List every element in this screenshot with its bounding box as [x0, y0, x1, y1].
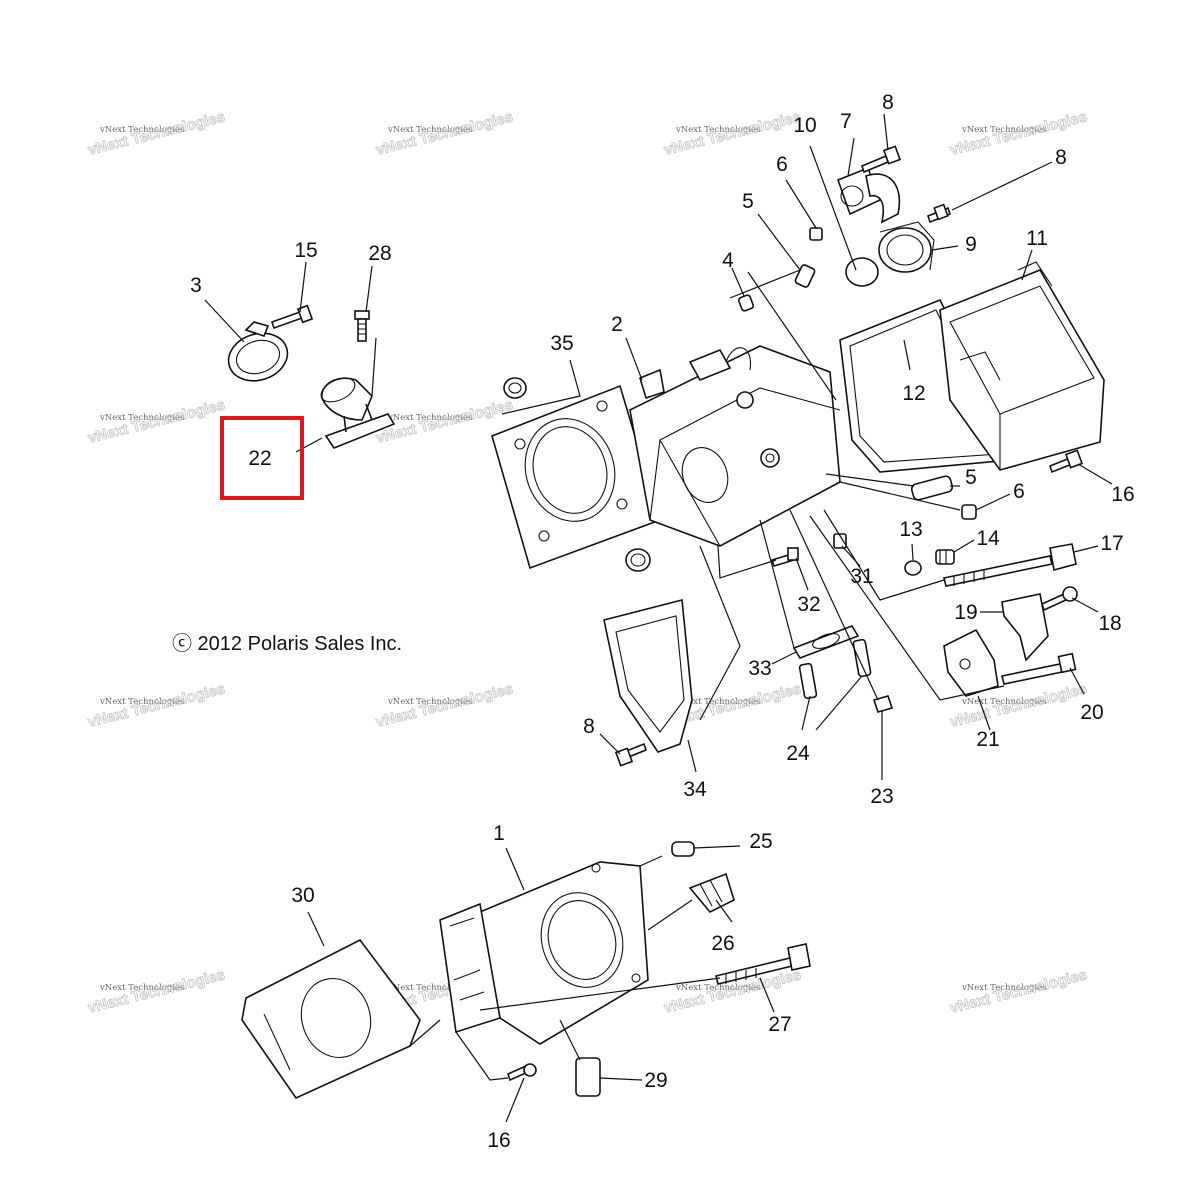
- base-gasket-drawing: [241, 938, 421, 1100]
- watermark-text: vNext Technologies: [387, 697, 472, 707]
- callout-13[interactable]: 13: [899, 518, 922, 541]
- watermark-text: vNext Technologies: [99, 413, 184, 423]
- callout-16[interactable]: 16: [1111, 483, 1134, 506]
- part-drawings: [227, 145, 1105, 1100]
- callout-26[interactable]: 26: [711, 932, 734, 955]
- valve-cover-drawing: [939, 261, 1105, 471]
- intake-bolt-drawing: [354, 310, 370, 342]
- side-cover-drawing: [603, 598, 693, 753]
- callout-10[interactable]: 10: [793, 114, 816, 137]
- clamp-screw-drawing: [270, 304, 314, 330]
- sleeve-and-bolt-drawing: [770, 533, 847, 567]
- callout-18[interactable]: 18: [1098, 612, 1121, 635]
- watermark: vNext Technologies vNext Technologies: [86, 396, 227, 447]
- callout-17[interactable]: 17: [1100, 532, 1123, 555]
- callout-8[interactable]: 8: [882, 91, 894, 114]
- callout-3[interactable]: 3: [190, 274, 202, 297]
- callout-29[interactable]: 29: [644, 1069, 667, 1092]
- callout-22[interactable]: 22: [248, 447, 271, 470]
- callout-5[interactable]: 5: [965, 466, 977, 489]
- callout-6[interactable]: 6: [776, 153, 788, 176]
- callout-30[interactable]: 30: [291, 884, 314, 907]
- watermark: vNext Technologies vNext Technologies: [374, 108, 515, 159]
- callout-8[interactable]: 8: [1055, 146, 1067, 169]
- bracket-long-bolt-drawing: [1001, 652, 1077, 685]
- watermark: vNext Technologies vNext Technologies: [86, 108, 227, 159]
- watermark: vNext Technologies vNext Technologies: [86, 680, 227, 731]
- cylinder-hardware-drawing: [507, 841, 811, 1097]
- callout-9[interactable]: 9: [965, 233, 977, 256]
- watermark: vNext Technologies vNext Technologies: [948, 108, 1089, 159]
- brackets-drawing: [943, 593, 1049, 697]
- water-outlet-drawing: [836, 166, 901, 224]
- watermark-text: vNext Technologies: [99, 125, 184, 135]
- watermark-text: vNext Technologies: [675, 125, 760, 135]
- cylinder-head-drawing: [629, 345, 841, 547]
- callout-2[interactable]: 2: [611, 313, 623, 336]
- callout-31[interactable]: 31: [850, 565, 873, 588]
- watermark-text: vNext Technologies: [387, 413, 472, 423]
- callout-16[interactable]: 16: [487, 1129, 510, 1152]
- callout-33[interactable]: 33: [748, 657, 771, 680]
- callout-4[interactable]: 4: [722, 249, 734, 272]
- watermark-text: vNext Technologies: [387, 983, 472, 993]
- callout-11[interactable]: 11: [1026, 227, 1048, 250]
- callout-7[interactable]: 7: [840, 110, 852, 133]
- leader-lines: [204, 113, 1113, 1123]
- watermark-text: vNext Technologies: [99, 983, 184, 993]
- callout-32[interactable]: 32: [797, 593, 820, 616]
- watermark-text: vNext Technologies: [675, 983, 760, 993]
- callout-28[interactable]: 28: [368, 242, 391, 265]
- watermark-text: vNext Technologies: [99, 697, 184, 707]
- callout-35[interactable]: 35: [550, 332, 573, 355]
- outlet-bolts-drawing: [614, 145, 951, 767]
- hose-clamp-drawing: [227, 321, 289, 382]
- callout-15[interactable]: 15: [294, 239, 317, 262]
- callout-27[interactable]: 27: [768, 1013, 791, 1036]
- callout-labels: 22 3 15 28 35 2 4 5 6 10 7 8 8 9 11 12 1…: [190, 91, 1135, 1152]
- callout-23[interactable]: 23: [870, 785, 893, 808]
- callout-21[interactable]: 21: [976, 728, 999, 751]
- watermark: vNext Technologies vNext Technologies: [948, 966, 1089, 1017]
- seal-and-plug-drawing: [904, 549, 955, 576]
- callout-25[interactable]: 25: [749, 830, 772, 853]
- callout-6[interactable]: 6: [1013, 480, 1025, 503]
- watermark: vNext Technologies vNext Technologies: [374, 680, 515, 731]
- intake-boot-drawing: [320, 377, 396, 449]
- head-bolt-drawing: [943, 543, 1077, 587]
- callout-8[interactable]: 8: [583, 715, 595, 738]
- o-ring-drawing: [845, 257, 879, 287]
- cover-bolt-drawing: [1049, 449, 1084, 474]
- cylinder-drawing: [439, 861, 649, 1045]
- watermark: vNext Technologies vNext Technologies: [662, 108, 803, 159]
- watermark: vNext Technologies vNext Technologies: [86, 966, 227, 1017]
- callout-14[interactable]: 14: [976, 527, 1000, 550]
- callout-1[interactable]: 1: [493, 822, 505, 845]
- watermark-text: vNext Technologies: [961, 697, 1046, 707]
- watermark-text: vNext Technologies: [961, 125, 1046, 135]
- callout-19[interactable]: 19: [954, 601, 977, 624]
- highlight-box: [220, 416, 304, 500]
- watermark-text: vNext Technologies: [387, 125, 472, 135]
- callout-12[interactable]: 12: [902, 382, 925, 405]
- upper-head-gasket-drawing: [491, 377, 661, 572]
- callout-34[interactable]: 34: [683, 778, 707, 801]
- watermark-text: vNext Technologies: [961, 983, 1046, 993]
- exhaust-gasket-studs-drawing: [792, 625, 894, 713]
- thermostat-cover-drawing: [878, 221, 935, 273]
- copyright-text: ⓒ 2012 Polaris Sales Inc.: [172, 632, 402, 655]
- callout-20[interactable]: 20: [1080, 701, 1103, 724]
- callout-24[interactable]: 24: [786, 742, 810, 765]
- callout-5[interactable]: 5: [742, 190, 754, 213]
- watermark-text: vNext Technologies: [675, 697, 760, 707]
